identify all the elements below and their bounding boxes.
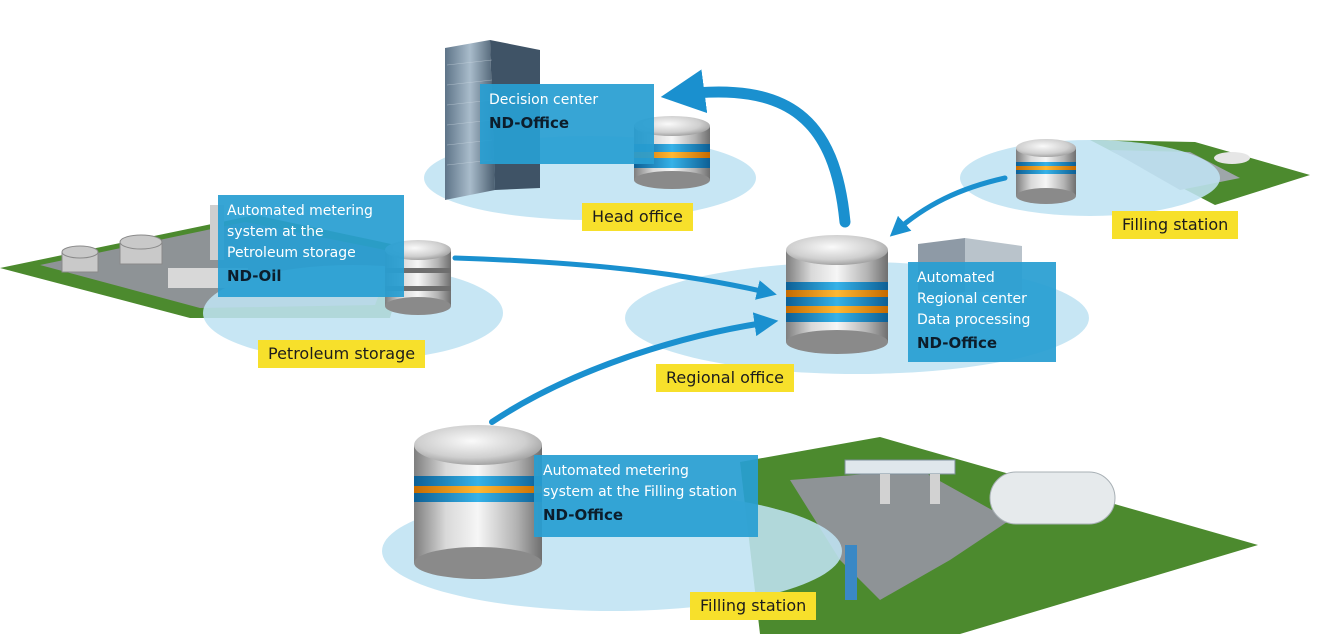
head-office-info-box: Decision center ND-Office <box>480 84 654 164</box>
filling-station-top-database-icon <box>1016 139 1076 204</box>
arrow-storage-to-regional <box>452 255 777 300</box>
regional-office-product: ND-Office <box>917 334 998 352</box>
arrow-filling-top-to-regional <box>889 175 1008 237</box>
head-office-info-line: Decision center <box>489 92 599 108</box>
regional-office-info-line-3: Data processing <box>917 312 1031 328</box>
regional-office-label: Regional office <box>656 364 795 392</box>
filling-station-bottom-database-icon <box>414 425 542 579</box>
head-office-label: Head office <box>582 203 693 231</box>
arrow-regional-to-head <box>660 69 851 228</box>
filling-station-product: ND-Office <box>543 506 624 524</box>
filling-station-bottom-label: Filling station <box>690 592 817 620</box>
arrow-filling-bottom-to-regional <box>489 312 779 425</box>
filling-station-info-box: Automated metering system at the Filling… <box>534 455 758 537</box>
filling-station-info-line-1: Automated metering <box>543 463 689 479</box>
petroleum-storage-label: Petroleum storage <box>258 340 426 368</box>
petroleum-storage-info-box: Automated metering system at the Petrole… <box>218 195 404 297</box>
filling-station-info-line-2: system at the Filling station <box>543 484 737 500</box>
filling-station-top-label: Filling station <box>1112 211 1239 239</box>
regional-office-database-icon <box>786 235 888 354</box>
regional-office-info-line-2: Regional center <box>917 291 1027 307</box>
petroleum-storage-info-line-2: system at the <box>227 224 324 240</box>
regional-office-info-line-1: Automated <box>917 270 995 286</box>
filling-station-terrain <box>740 437 1258 634</box>
connections <box>452 69 1008 425</box>
head-office-product: ND-Office <box>489 114 570 132</box>
petroleum-storage-info-line-1: Automated metering <box>227 203 373 219</box>
petroleum-storage-info-line-3: Petroleum storage <box>227 245 356 261</box>
regional-office-info-box: Automated Regional center Data processin… <box>908 262 1056 362</box>
petroleum-storage-product: ND-Oil <box>227 267 282 285</box>
